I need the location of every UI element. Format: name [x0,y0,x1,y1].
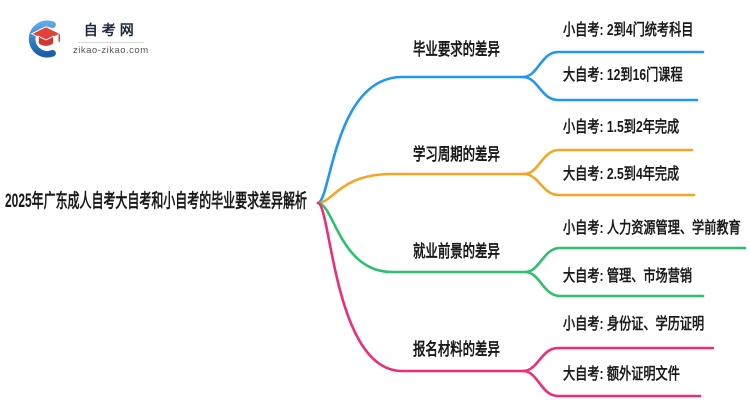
main-topic: 2025年广东成人自考大自考和小自考的毕业要求差异解析 [5,191,307,212]
branch-4-child-2: 大自考: 额外证明文件 [563,366,680,383]
branch-2-label: 学习周期的差异 [413,145,500,164]
site-logo: 自考网 zikao-zikao.com [26,20,149,58]
site-url: zikao-zikao.com [73,45,149,56]
branch-3-child-1: 小自考: 人力资源管理、学前教育 [563,220,741,237]
branch-1-child-1: 小自考: 2到4门统考科目 [563,22,694,39]
graduation-cap-icon [28,20,62,58]
branch-2-child-1: 小自考: 1.5到2年完成 [563,119,680,136]
branch-3-lines [316,201,747,298]
branch-1-lines [316,50,705,205]
branch-4-child-1: 小自考: 身份证、学历证明 [563,316,705,333]
site-name: 自考网 [83,22,138,38]
branch-3-child-2: 大自考: 管理、市场营销 [563,268,693,285]
logo-divider [77,42,144,43]
branch-2-child-2: 大自考: 2.5到4年完成 [563,166,680,183]
branch-1-child-2: 大自考: 12到16门课程 [563,67,683,84]
branch-4-label: 报名材料的差异 [413,340,500,359]
branch-3-label: 就业前景的差异 [413,242,500,261]
branch-1-label: 毕业要求的差异 [413,40,500,59]
branch-4-lines [316,201,715,398]
branch-2-lines [316,148,696,205]
